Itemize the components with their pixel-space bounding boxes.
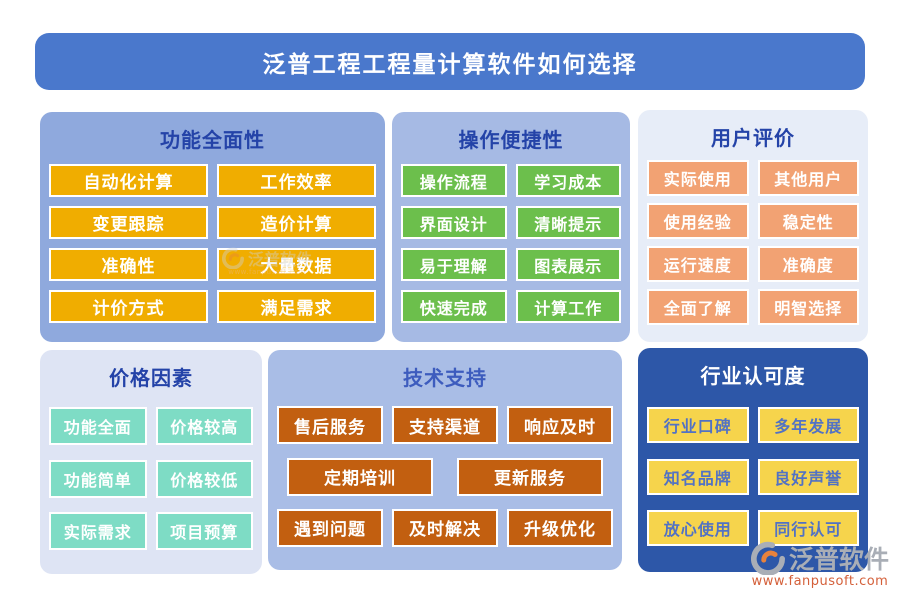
chip-row: 功能全面 价格较高: [49, 407, 253, 446]
chip-calculation-work: 计算工作: [515, 290, 621, 323]
chip-row: 功能简单 价格较低: [49, 459, 253, 498]
chip-easy-to-understand: 易于理解: [401, 248, 507, 281]
chip-row: 售后服务 支持渠道 响应及时: [277, 406, 613, 445]
panel-feature-completeness: 功能全面性 自动化计算 工作效率 变更跟踪 造价计算 准确性 大量数据 计价方式…: [40, 112, 385, 342]
chip-update-service: 更新服务: [457, 457, 603, 496]
panel-price-factors-body: 功能全面 价格较高 功能简单 价格较低 实际需求 项目预算: [49, 393, 253, 564]
chip-row: 易于理解 图表展示: [401, 248, 621, 281]
chip-actual-use: 实际使用: [647, 160, 749, 196]
chip-row: 变更跟踪 造价计算: [49, 206, 376, 239]
chip-clear-prompts: 清晰提示: [515, 206, 621, 239]
chip-row: 界面设计 清晰提示: [401, 206, 621, 239]
title-banner: 泛普工程工程量计算软件如何选择: [35, 33, 865, 90]
chip-row: 实际需求 项目预算: [49, 511, 253, 550]
panel-operation-convenience: 操作便捷性 操作流程 学习成本 界面设计 清晰提示 易于理解 图表展示 快速完成…: [392, 112, 630, 342]
chip-learning-cost: 学习成本: [515, 164, 621, 197]
chip-row: 使用经验 稳定性: [647, 203, 859, 239]
chip-row: 自动化计算 工作效率: [49, 164, 376, 197]
chip-years-of-development: 多年发展: [757, 406, 859, 443]
watermark-url-text: www.fanpusoft.com: [751, 574, 889, 589]
chip-stability: 稳定性: [757, 203, 859, 239]
chip-cost-calculation: 造价计算: [217, 206, 376, 239]
chip-interface-design: 界面设计: [401, 206, 507, 239]
watermark-brand-text: 泛普软件: [788, 545, 889, 574]
panel-user-reviews-title: 用户评价: [711, 126, 795, 150]
chip-operation-flow: 操作流程: [401, 164, 507, 197]
watermark-logo: 泛普软件 www.fanpusoft.com: [742, 540, 898, 589]
chip-timely-resolution: 及时解决: [392, 508, 498, 547]
panel-tech-support: 技术支持 售后服务 支持渠道 响应及时 定期培训 更新服务 遇到问题 及时解决 …: [268, 350, 622, 570]
chip-row: 快速完成 计算工作: [401, 290, 621, 323]
chip-lower-price: 价格较低: [155, 459, 253, 498]
panel-tech-support-body: 售后服务 支持渠道 响应及时 定期培训 更新服务 遇到问题 及时解决 升级优化: [277, 393, 613, 560]
chip-after-sales-service: 售后服务: [277, 406, 383, 445]
panel-industry-recognition-title: 行业认可度: [700, 364, 806, 388]
chip-higher-price: 价格较高: [155, 407, 253, 446]
chip-good-reputation: 良好声誉: [757, 458, 859, 495]
panel-industry-recognition-body: 行业口碑 多年发展 知名品牌 良好声誉 放心使用 同行认可: [647, 391, 859, 562]
chip-large-data: 大量数据: [217, 248, 376, 281]
panel-price-factors-title: 价格因素: [109, 366, 193, 390]
chip-other-users: 其他用户: [757, 160, 859, 196]
panel-user-reviews-body: 实际使用 其他用户 使用经验 稳定性 运行速度 准确度 全面了解 明智选择: [647, 153, 859, 332]
chip-timely-response: 响应及时: [507, 406, 613, 445]
watermark-faint: 泛普软件 www.fanpusoft.com: [222, 246, 312, 276]
chip-simple-features: 功能简单: [49, 459, 147, 498]
chip-pricing-method: 计价方式: [49, 290, 208, 323]
chip-regular-training: 定期培训: [287, 457, 433, 496]
chip-full-featured: 功能全面: [49, 407, 147, 446]
chip-row: 运行速度 准确度: [647, 246, 859, 282]
chip-work-efficiency: 工作效率: [217, 164, 376, 197]
panel-feature-completeness-body: 自动化计算 工作效率 变更跟踪 造价计算 准确性 大量数据 计价方式 满足需求: [49, 155, 376, 332]
chip-peer-recognition: 同行认可: [757, 510, 859, 547]
chip-project-budget: 项目预算: [155, 511, 253, 550]
chip-support-channels: 支持渠道: [392, 406, 498, 445]
panel-operation-convenience-body: 操作流程 学习成本 界面设计 清晰提示 易于理解 图表展示 快速完成 计算工作: [401, 155, 621, 332]
chip-well-known-brand: 知名品牌: [647, 458, 749, 495]
chip-full-understanding: 全面了解: [647, 289, 749, 325]
chip-usage-experience: 使用经验: [647, 203, 749, 239]
chip-actual-needs: 实际需求: [49, 511, 147, 550]
chip-quick-completion: 快速完成: [401, 290, 507, 323]
chip-accuracy-degree: 准确度: [757, 246, 859, 282]
fanpu-logo-icon: [751, 541, 785, 575]
chip-row: 放心使用 同行认可: [647, 510, 859, 547]
chip-row: 知名品牌 良好声誉: [647, 458, 859, 495]
chip-use-with-confidence: 放心使用: [647, 510, 749, 547]
chip-industry-reputation: 行业口碑: [647, 406, 749, 443]
chip-upgrade-optimization: 升级优化: [507, 508, 613, 547]
panel-tech-support-title: 技术支持: [403, 366, 487, 390]
panel-operation-convenience-title: 操作便捷性: [458, 128, 564, 152]
chip-chart-display: 图表展示: [515, 248, 621, 281]
chip-running-speed: 运行速度: [647, 246, 749, 282]
chip-row: 操作流程 学习成本: [401, 164, 621, 197]
panel-industry-recognition: 行业认可度 行业口碑 多年发展 知名品牌 良好声誉 放心使用 同行认可: [638, 348, 868, 572]
fanpu-logo-icon: [222, 247, 244, 269]
chip-encounter-problems: 遇到问题: [277, 508, 383, 547]
watermark-brand-text: 泛普软件: [248, 250, 313, 269]
chip-row: 准确性 大量数据: [49, 248, 376, 281]
chip-row: 实际使用 其他用户: [647, 160, 859, 196]
chip-row: 计价方式 满足需求: [49, 290, 376, 323]
chip-row: 全面了解 明智选择: [647, 289, 859, 325]
chip-meet-demand: 满足需求: [217, 290, 376, 323]
chip-automated-calculation: 自动化计算: [49, 164, 208, 197]
watermark-url-text: www.fanpusoft.com: [228, 268, 306, 276]
chip-row: 定期培训 更新服务: [277, 457, 613, 496]
chip-wise-choice: 明智选择: [757, 289, 859, 325]
panel-user-reviews: 用户评价 实际使用 其他用户 使用经验 稳定性 运行速度 准确度 全面了解 明智…: [638, 110, 868, 342]
panel-feature-completeness-title: 功能全面性: [160, 128, 265, 152]
panel-price-factors: 价格因素 功能全面 价格较高 功能简单 价格较低 实际需求 项目预算: [40, 350, 262, 574]
chip-accuracy: 准确性: [49, 248, 208, 281]
chip-change-tracking: 变更跟踪: [49, 206, 208, 239]
page-title: 泛普工程工程量计算软件如何选择: [262, 51, 638, 78]
chip-row: 行业口碑 多年发展: [647, 406, 859, 443]
chip-row: 遇到问题 及时解决 升级优化: [277, 508, 613, 547]
